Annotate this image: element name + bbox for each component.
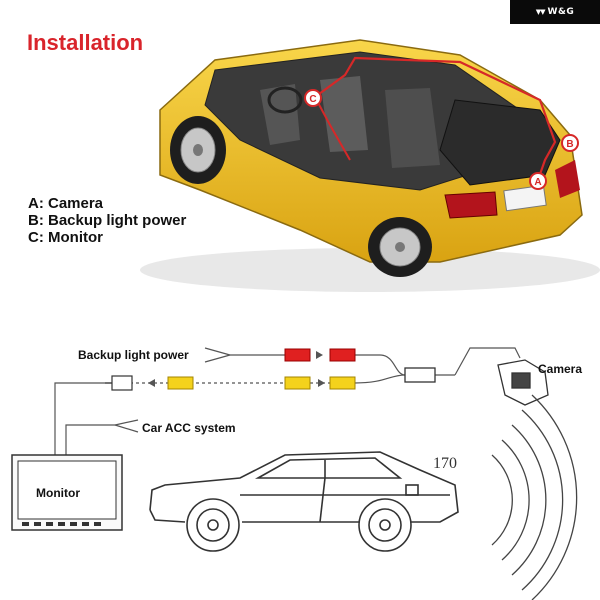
junction-box — [404, 367, 436, 383]
legend-item-camera: A: Camera — [28, 195, 104, 212]
brand-logo: ▼▼ W&G — [510, 0, 600, 24]
legend-item-backup-power: B: Backup light power — [28, 212, 187, 229]
label-view-angle: 170 — [433, 455, 457, 472]
monitor-unit — [11, 454, 123, 531]
marker-c: C — [304, 89, 322, 107]
yellow-car-illustration — [140, 39, 600, 292]
legend-item-monitor: C: Monitor — [28, 229, 103, 246]
brand-text: W&G — [547, 7, 575, 17]
label-backup-light-power: Backup light power — [78, 348, 189, 362]
brand-mark-icon: ▼▼ — [535, 8, 546, 16]
page-title: Installation — [27, 30, 144, 55]
wiring-diagram — [54, 347, 521, 455]
camera-view-arcs — [491, 394, 578, 600]
label-car-acc-system: Car ACC system — [142, 421, 236, 435]
label-monitor: Monitor — [36, 486, 80, 500]
camera-unit — [497, 359, 549, 406]
svg-text:C: C — [309, 94, 316, 105]
label-camera: Camera — [538, 362, 583, 376]
monitor-plug — [105, 375, 133, 391]
marker-b: B — [561, 134, 579, 152]
svg-text:B: B — [566, 139, 573, 150]
marker-a: A — [529, 172, 547, 190]
rca-connectors — [148, 348, 356, 390]
svg-text:A: A — [534, 177, 541, 188]
installation-legend: A: Camera B: Backup light power C: Monit… — [28, 195, 186, 246]
sedan-outline — [149, 451, 459, 552]
